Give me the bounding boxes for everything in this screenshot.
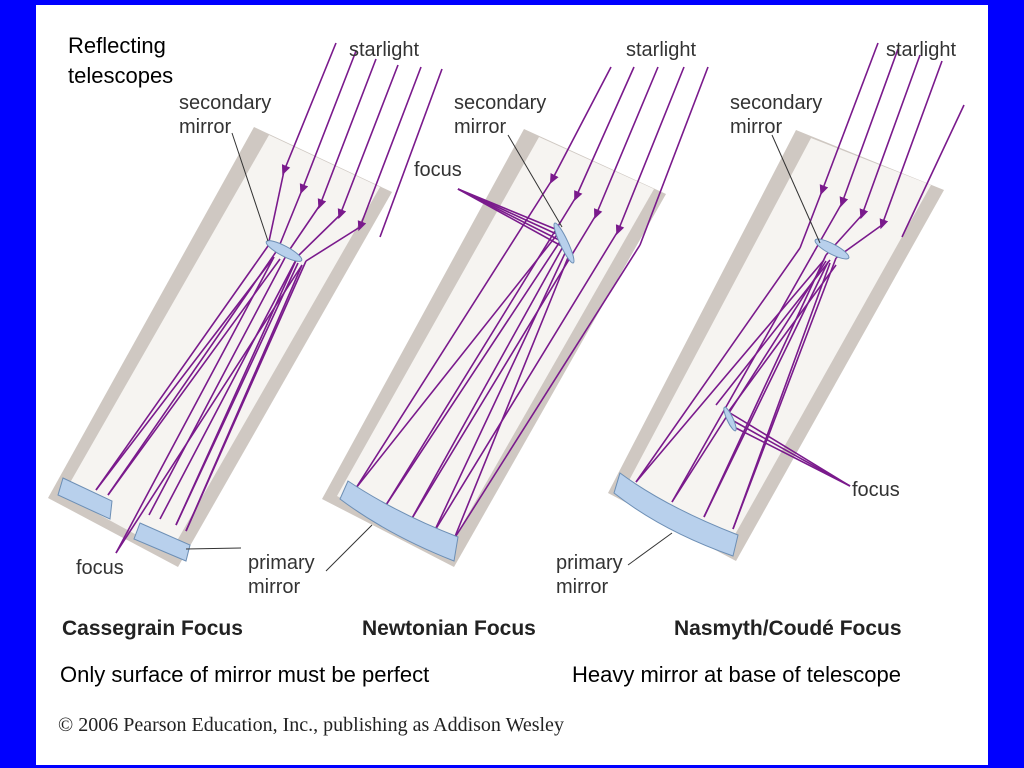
newtonian-light-rays [355, 66, 709, 540]
newtonian-secondary-line-1: secondary [454, 92, 547, 114]
caption-right: Heavy mirror at base of telescope [572, 662, 901, 687]
cassegrain-secondary-line-2: mirror [179, 116, 232, 138]
nasmyth-leader-lines [627, 134, 821, 566]
newtonian-primary-mirror [339, 480, 459, 562]
primary-mirror-line-2: mirror [248, 576, 301, 598]
nasmyth-primary-label: primary mirror [556, 551, 623, 599]
nasmyth-secondary-line-1: secondary [730, 92, 823, 114]
newtonian-leader-line [507, 134, 563, 228]
cassegrain-primary-mirror-right [133, 522, 191, 562]
newtonian-heading: Newtonian Focus [362, 617, 536, 640]
nasmyth-light-rays [635, 42, 965, 530]
nasmyth-tube-interior [624, 138, 931, 547]
newtonian-secondary-label: secondary mirror [454, 91, 546, 139]
cassegrain-heading: Cassegrain Focus [62, 617, 243, 640]
title-line-2: telescopes [68, 63, 174, 88]
cassegrain-secondary-label: secondary mirror [179, 91, 271, 139]
newtonian-secondary-mirror [553, 222, 575, 264]
nasmyth-secondary-label: secondary mirror [730, 91, 822, 139]
primary-mirror-line-1: primary [248, 552, 315, 574]
newtonian-tube-interior [337, 137, 654, 553]
newtonian-secondary-line-2: mirror [454, 116, 507, 138]
slide: Reflecting telescopes starlight secondar… [36, 5, 988, 765]
cassegrain-focus-label: focus [76, 557, 124, 579]
newtonian-focus-label: focus [414, 159, 462, 181]
nasmyth-primary-line-2: mirror [556, 576, 609, 598]
newtonian-starlight-label: starlight [626, 39, 697, 61]
copyright-notice: © 2006 Pearson Education, Inc., publishi… [58, 714, 564, 736]
cassegrain-light-rays [95, 42, 443, 554]
cassegrain-telescope [48, 42, 443, 567]
slide-title: Reflecting telescopes [68, 31, 173, 91]
nasmyth-starlight-label: starlight [886, 39, 957, 61]
nasmyth-tertiary-mirror [723, 406, 737, 432]
cassegrain-starlight-label: starlight [349, 39, 420, 61]
nasmyth-primary-mirror [613, 472, 739, 557]
caption-left: Only surface of mirror must be perfect [60, 662, 430, 687]
primary-mirror-leader-line [325, 524, 373, 572]
cassegrain-primary-mirror-left [57, 477, 113, 520]
cassegrain-secondary-mirror [265, 240, 303, 262]
primary-mirror-label: primary mirror [248, 551, 315, 599]
nasmyth-heading: Nasmyth/Coudé Focus [674, 617, 902, 640]
title-line-1: Reflecting [68, 33, 166, 58]
nasmyth-secondary-mirror [814, 238, 850, 260]
telescope-diagram [48, 42, 965, 572]
nasmyth-secondary-line-2: mirror [730, 116, 783, 138]
nasmyth-telescope [608, 42, 965, 566]
cassegrain-secondary-line-1: secondary [179, 92, 272, 114]
cassegrain-leader-lines [185, 132, 269, 550]
newtonian-telescope [322, 66, 709, 567]
nasmyth-primary-line-1: primary [556, 552, 623, 574]
nasmyth-focus-label: focus [852, 479, 900, 501]
